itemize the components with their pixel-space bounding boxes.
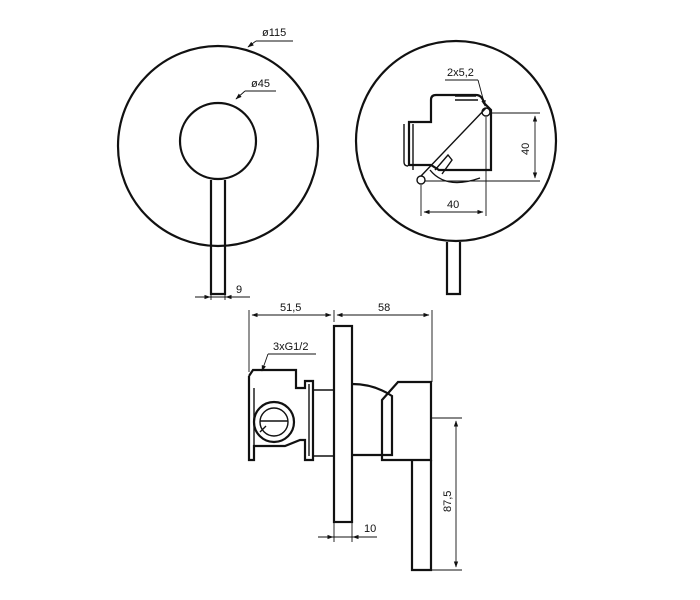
vertical-spacing-label: 40 bbox=[520, 143, 532, 155]
horizontal-spacing-label: 40 bbox=[447, 199, 459, 211]
wall-plate bbox=[332, 324, 354, 524]
rear-lever-outline bbox=[445, 242, 462, 296]
body-depth-label: 51,5 bbox=[280, 302, 301, 314]
rear-plate-outline bbox=[354, 39, 558, 243]
mounting-hole-bottom bbox=[416, 175, 426, 185]
thread-label: 3xG1/2 bbox=[273, 341, 308, 353]
plate-diameter-label: ø115 bbox=[262, 27, 286, 39]
holes-label: 2x5,2 bbox=[447, 67, 474, 79]
lever-length-label: 87,5 bbox=[442, 491, 454, 512]
lever-outline bbox=[209, 180, 227, 296]
cover-plate-outline bbox=[116, 44, 320, 248]
handle-assembly bbox=[351, 380, 433, 572]
front-view: ø115 ø45 9 bbox=[116, 27, 320, 300]
knob-outline bbox=[178, 101, 258, 181]
side-view: 51,5 58 3xG1/2 10 bbox=[247, 302, 462, 572]
plate-thickness-label: 10 bbox=[364, 523, 376, 535]
knob-diameter-label: ø45 bbox=[251, 78, 270, 90]
valve-body bbox=[247, 368, 315, 462]
rear-view: 2x5,2 40 40 bbox=[354, 39, 558, 296]
lever-width-label: 9 bbox=[236, 284, 242, 296]
mounting-hole-top bbox=[481, 107, 491, 117]
mounting-body bbox=[403, 93, 493, 185]
handle-depth-label: 58 bbox=[378, 302, 390, 314]
